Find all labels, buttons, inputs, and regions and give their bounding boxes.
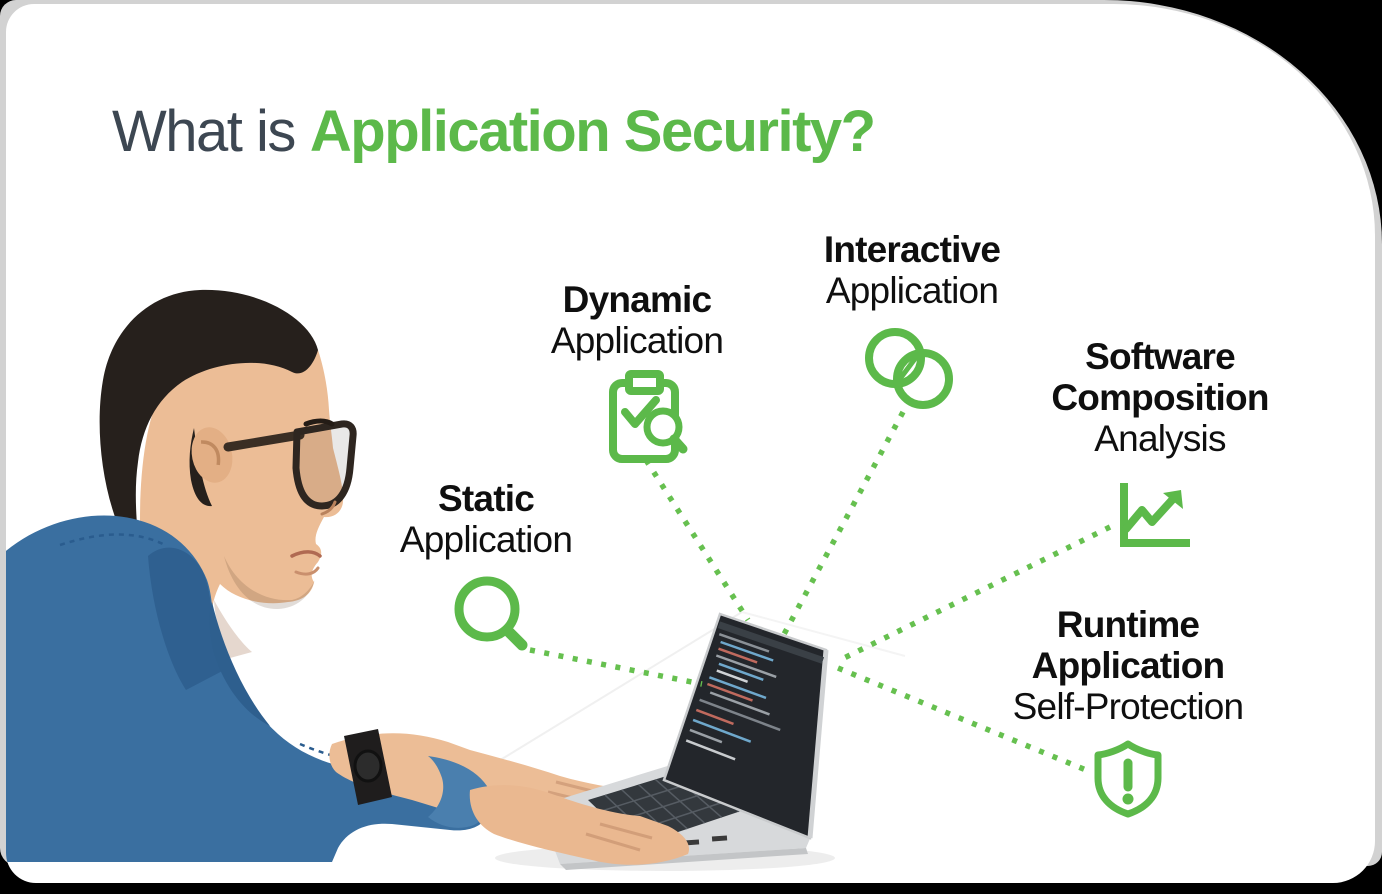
overlapping-circles-icon	[865, 328, 953, 409]
ear	[191, 427, 233, 483]
lower-lip-line	[294, 566, 320, 576]
title-highlight: Application Security?	[309, 99, 876, 164]
shirt-collar	[148, 547, 228, 690]
clipboard-check-search-icon	[609, 370, 688, 463]
shirt-shading	[209, 602, 270, 726]
title-prefix: What is	[112, 99, 296, 164]
stubble	[224, 556, 315, 610]
label-interactive-application: Interactive Application	[823, 229, 1001, 311]
label-runtime-application-self-protection: Runtime Application Self-Protection	[1012, 604, 1244, 727]
glasses-icon	[223, 420, 357, 510]
connector-dynamic	[643, 458, 751, 622]
laptop-port-2	[711, 835, 728, 842]
shield-alert-icon	[1094, 740, 1162, 818]
code-on-screen	[685, 621, 825, 761]
trend-chart-icon	[1120, 483, 1190, 547]
hair	[99, 289, 318, 556]
label-software-composition-analysis: Software Composition Analysis	[1051, 336, 1269, 459]
shirt-seam	[59, 533, 166, 547]
person-typing-photo	[6, 289, 906, 871]
near-hand-fingers	[585, 822, 653, 852]
connector-interactive	[779, 410, 906, 640]
laptop	[538, 612, 829, 870]
eyebrow	[303, 418, 335, 427]
wall-corner-line-2	[741, 611, 906, 657]
connector-lines	[529, 410, 1112, 773]
watch	[344, 729, 392, 805]
label-dynamic-application: Dynamic Application	[550, 279, 724, 361]
label-static-application: Static Application	[399, 478, 573, 560]
neck-shadow	[214, 600, 252, 658]
near-hand	[469, 785, 690, 865]
magnifier-icon	[454, 576, 528, 651]
screen-edge	[807, 649, 829, 839]
connector-rasp	[836, 665, 1088, 773]
connector-static	[529, 647, 703, 687]
wall-corner-line	[496, 611, 743, 763]
mouth-line	[290, 550, 322, 558]
connector-sca	[838, 524, 1112, 663]
nose-line	[320, 500, 337, 516]
